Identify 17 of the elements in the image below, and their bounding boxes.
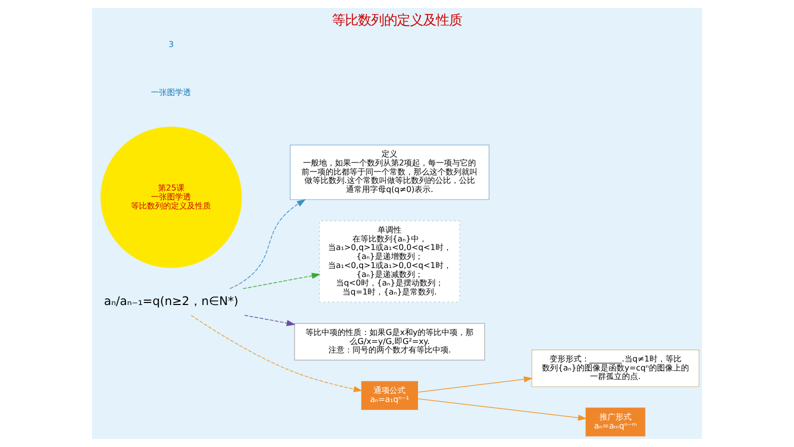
label: 3 (168, 38, 174, 49)
arrow (417, 376, 533, 393)
node-box: 推广形式 aₙ=aₘqⁿ⁻ᵐ (586, 408, 646, 436)
arrow (242, 272, 321, 290)
node-box: 定义 一般地，如果一个数列从第2项起，每一项与它的前一项的比都等于同一个常数，那么这个数列就叫做等比数列.这个常数叫做等比数列的公比，公比通常用字母q(q≠0)表示. (290, 144, 490, 200)
node-text: aₙ/aₙ₋₁=q(n≥2，n∈N*) (104, 294, 238, 308)
arrow (417, 398, 587, 421)
node-box: 单调性 在等比数列{aₙ}中， 当a₁>0,q>1或a₁<0,0<q<1时，{aₙ}是递增数列； 当a₁<0,q>1或a₁>0,0<q<1时，{aₙ}是递减数列； 当q<0时，{aₙ}是摆动数列； 当q=1时，{aₙ}是常数列. (319, 220, 460, 302)
diagram-title: 等比数列的定义及性质 (332, 14, 462, 29)
node-circle: 第25课 一张图学透 等比数列的定义及性质 (100, 126, 242, 268)
arrow (244, 314, 296, 326)
node-box: 通项公式 aₙ=a₁qⁿ⁻¹ (361, 381, 418, 410)
arrow (230, 199, 306, 289)
node-box: 等比中项的性质：如果G是x和y的等比中项，那么G/x=y/G,即G²=xy. 注意：同号的两个数才有等比中项. (294, 322, 486, 361)
arrow (190, 314, 363, 392)
node-box: 变形形式：________.当q≠1时，等比数列{aₙ}的图像是函数y=cqⁿ的图像上的一群孤立的点. (531, 349, 700, 388)
label: 一张图学透 (151, 86, 192, 97)
